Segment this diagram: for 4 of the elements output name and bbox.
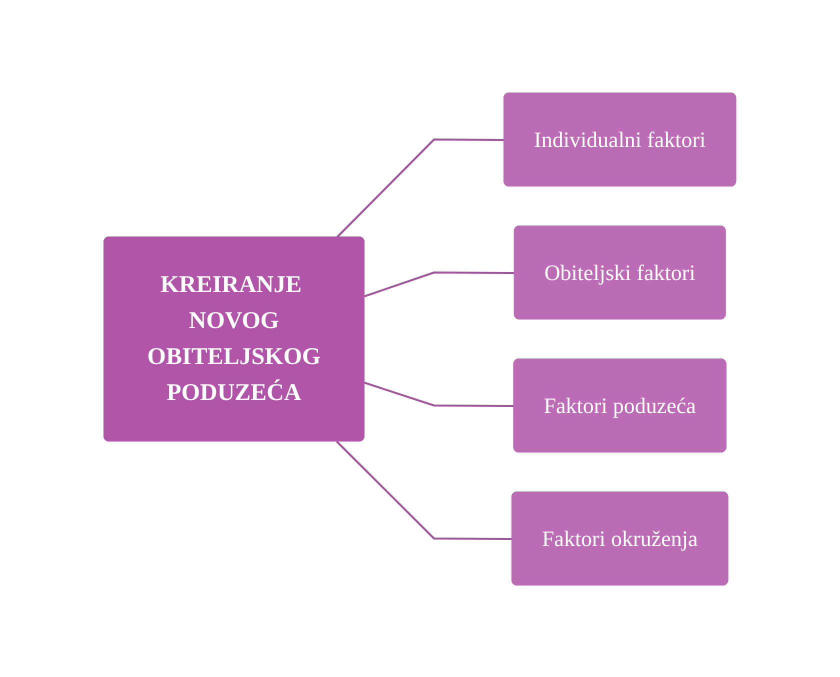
connector [364, 381, 514, 406]
connector [336, 138, 505, 238]
connector [336, 440, 513, 540]
connector [364, 271, 516, 297]
